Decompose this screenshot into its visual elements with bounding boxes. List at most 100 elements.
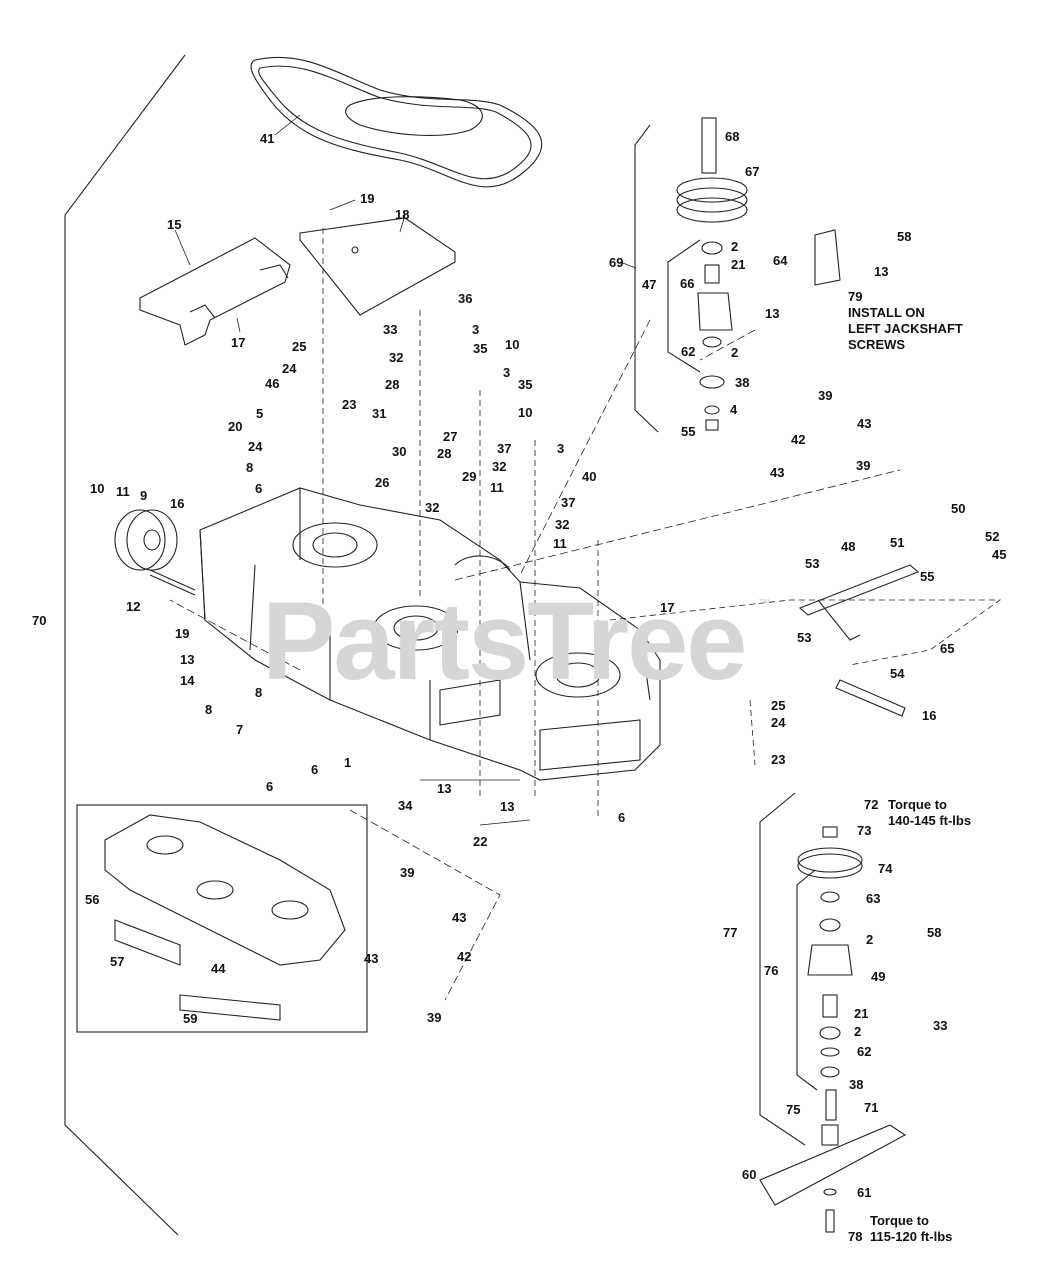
callout-55: 55 [920, 569, 935, 584]
rod-assembly [798, 564, 920, 717]
callout-2: 2 [854, 1024, 862, 1039]
callout-14: 14 [180, 673, 195, 688]
callout-77: 77 [723, 925, 738, 940]
callout-59: 59 [183, 1011, 198, 1026]
callout-34: 34 [398, 798, 413, 813]
callout-3: 3 [472, 322, 480, 337]
callout-79: 79 [848, 289, 863, 304]
callout-21: 21 [854, 1006, 869, 1021]
callout-13: 13 [500, 799, 515, 814]
callout-32: 32 [425, 500, 440, 515]
assembly-70-bracket [64, 54, 186, 1236]
callout-17: 17 [231, 335, 246, 350]
callout-39: 39 [427, 1010, 442, 1025]
callout-38: 38 [849, 1077, 864, 1092]
callout-15: 15 [167, 217, 182, 232]
install-note-line-3: SCREWS [848, 337, 906, 352]
torque-note-top-line-1: Torque to [888, 797, 947, 812]
callout-43: 43 [452, 910, 467, 925]
callout-58: 58 [897, 229, 912, 244]
callout-78: 78 [848, 1229, 863, 1244]
inset-deck [104, 814, 346, 1021]
callout-21: 21 [731, 257, 746, 272]
callout-74: 74 [878, 861, 893, 876]
callout-42: 42 [791, 432, 806, 447]
assembly-76-bracket [796, 869, 818, 1091]
callout-4: 4 [730, 402, 738, 417]
callout-43: 43 [364, 951, 379, 966]
callout-16: 16 [922, 708, 937, 723]
callout-70: 70 [32, 613, 47, 628]
callout-13: 13 [180, 652, 195, 667]
callout-73: 73 [857, 823, 872, 838]
callout-58: 58 [927, 925, 942, 940]
callout-44: 44 [211, 961, 226, 976]
callout-13: 13 [437, 781, 452, 796]
callout-42: 42 [457, 949, 472, 964]
callout-9: 9 [140, 488, 148, 503]
callout-6: 6 [618, 810, 626, 825]
callout-57: 57 [110, 954, 125, 969]
callout-23: 23 [342, 397, 357, 412]
callout-6: 6 [311, 762, 319, 777]
inset-frame [76, 804, 368, 1033]
callout-40: 40 [582, 469, 597, 484]
callout-5: 5 [256, 406, 264, 421]
callout-41: 41 [260, 131, 275, 146]
callout-36: 36 [458, 291, 473, 306]
callout-37: 37 [497, 441, 512, 456]
callout-35: 35 [473, 341, 488, 356]
trademark-symbol: ™ [758, 596, 770, 610]
callout-65: 65 [940, 641, 955, 656]
callout-24: 24 [282, 361, 297, 376]
callout-51: 51 [890, 535, 905, 550]
install-note-line-1: INSTALL ON [848, 305, 925, 320]
callout-12: 12 [126, 599, 141, 614]
callout-32: 32 [555, 517, 570, 532]
callout-46: 46 [265, 376, 280, 391]
callout-19: 19 [175, 626, 190, 641]
torque-note-bottom-line-2: 115-120 ft-lbs [870, 1229, 953, 1244]
callout-25: 25 [771, 698, 786, 713]
callout-75: 75 [786, 1102, 801, 1117]
callout-18: 18 [395, 207, 410, 222]
torque-note-top: Torque to 140-145 ft-lbs [888, 797, 971, 829]
callout-7: 7 [236, 722, 244, 737]
callout-19: 19 [360, 191, 375, 206]
callout-8: 8 [205, 702, 213, 717]
jackshaft-assembly [676, 117, 748, 431]
callout-61: 61 [857, 1185, 872, 1200]
assembly-69-bracket [634, 124, 659, 433]
callout-17: 17 [660, 600, 675, 615]
callout-35: 35 [518, 377, 533, 392]
callout-45: 45 [992, 547, 1007, 562]
shield-15 [139, 237, 291, 346]
callout-68: 68 [725, 129, 740, 144]
callout-13: 13 [765, 306, 780, 321]
callout-23: 23 [771, 752, 786, 767]
callout-33: 33 [933, 1018, 948, 1033]
callout-3: 3 [503, 365, 511, 380]
callout-72: 72 [864, 797, 879, 812]
callout-28: 28 [437, 446, 452, 461]
callout-2: 2 [731, 239, 739, 254]
bracket-79 [814, 229, 841, 286]
shield-18 [299, 217, 456, 316]
callout-16: 16 [170, 496, 185, 511]
callout-71: 71 [864, 1100, 879, 1115]
callout-11: 11 [116, 484, 130, 499]
torque-note-top-line-2: 140-145 ft-lbs [888, 813, 972, 828]
callout-10: 10 [505, 337, 520, 352]
callout-28: 28 [385, 377, 400, 392]
install-note-line-2: LEFT JACKSHAFT [848, 321, 963, 336]
callout-24: 24 [771, 715, 786, 730]
spindle-assembly [759, 826, 907, 1233]
callout-31: 31 [372, 406, 387, 421]
callout-67: 67 [745, 164, 760, 179]
callout-56: 56 [85, 892, 100, 907]
callout-11: 11 [490, 480, 504, 495]
callout-13: 13 [874, 264, 889, 279]
callout-33: 33 [383, 322, 398, 337]
callout-6: 6 [266, 779, 274, 794]
callout-49: 49 [871, 969, 886, 984]
